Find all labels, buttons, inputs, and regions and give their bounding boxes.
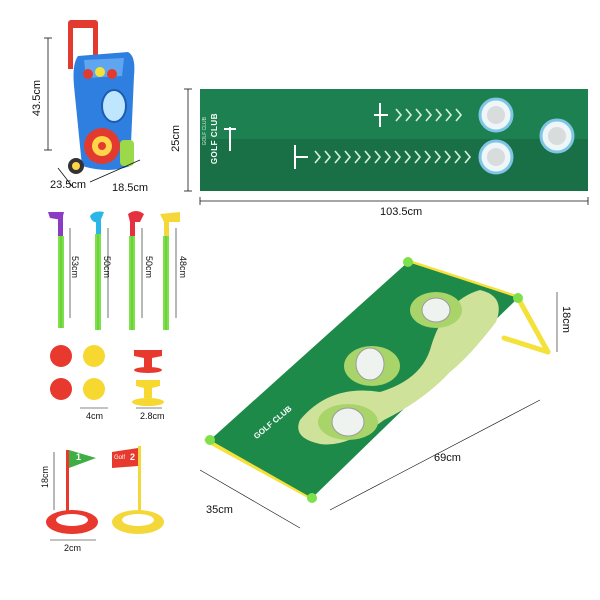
tee-red (134, 350, 162, 368)
club-cyan (90, 211, 104, 330)
tee-yellow (136, 380, 160, 398)
ball-red-1 (50, 345, 72, 367)
flag-2-word: Golf (114, 455, 126, 461)
flag-1-number: 1 (76, 452, 82, 462)
putting-mat: GOLF CLUB GOLF CLUB (200, 89, 588, 191)
flag-2-number: 2 (130, 452, 136, 462)
flag-base-label: 2cm (64, 543, 82, 553)
club-3-length: 50cm (144, 256, 154, 279)
ball-yellow-1 (83, 345, 105, 367)
flag-1-banner (69, 450, 96, 468)
club-red (128, 211, 144, 330)
net-length-label: 69cm (434, 452, 461, 464)
putting-mat-graphic (200, 89, 588, 191)
club-1-length: 53cm (70, 256, 80, 279)
golf-cart (50, 16, 160, 181)
mat-length-label: 103.5cm (380, 206, 423, 218)
club-4-length: 48cm (178, 256, 188, 279)
tee-size-label: 2.8cm (140, 411, 165, 421)
golf-cart-illustration (68, 20, 135, 174)
club-2-length: 50cm (102, 256, 112, 279)
net-width-label: 35cm (206, 504, 233, 516)
flag-2-banner (112, 448, 138, 468)
net-height-label: 18cm (560, 306, 572, 333)
cart-width-label: 23.5cm (50, 179, 87, 191)
ball-size-label: 4cm (86, 411, 104, 421)
club-purple (48, 212, 64, 328)
cart-depth-label: 18.5cm (112, 182, 149, 194)
ball-yellow-2 (83, 378, 105, 400)
ball-red-2 (50, 378, 72, 400)
club-yellow (160, 212, 180, 330)
